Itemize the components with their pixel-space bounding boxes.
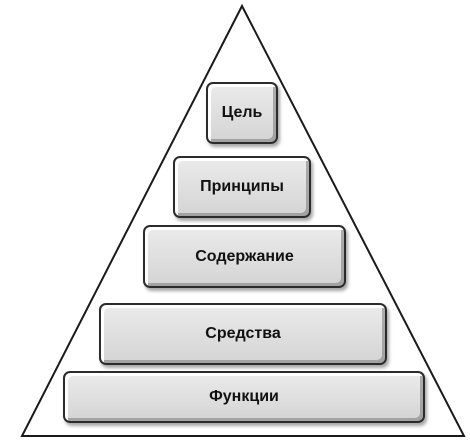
- tier-label: Функции: [209, 388, 279, 405]
- tier-label: Содержание: [195, 247, 294, 265]
- pyramid-tier-principles: Принципы: [173, 156, 311, 218]
- tier-label: Средства: [205, 325, 281, 342]
- pyramid-tier-means: Средства: [99, 303, 387, 365]
- pyramid-tier-content: Содержание: [143, 225, 346, 288]
- pyramid-tier-functions: Функции: [63, 371, 425, 423]
- tier-label: Цель: [221, 104, 263, 121]
- tier-label: Принципы: [200, 178, 284, 195]
- pyramid-tier-goal: Цель: [206, 82, 278, 144]
